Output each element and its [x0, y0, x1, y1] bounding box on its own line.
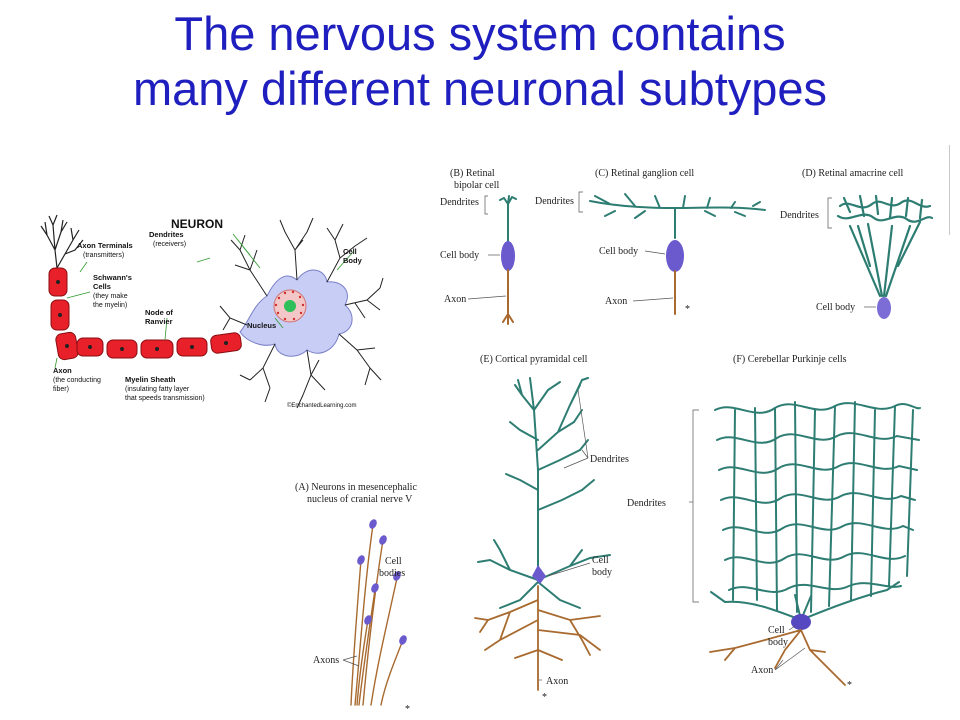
panel-a-caption-2: nucleus of cranial nerve V [307, 494, 413, 505]
panel-d-dendrites-label: Dendrites [780, 210, 819, 221]
label-myelin-sub2: that speeds transmission) [125, 395, 205, 402]
label-cell-body-1: Cell [343, 247, 357, 256]
label-myelin-sub1: (insulating fatty layer [125, 386, 190, 393]
panel-e-dendrites-label: Dendrites [590, 454, 629, 465]
panel-f-dendrites-label: Dendrites [627, 498, 666, 509]
slide-title: The nervous system contains many differe… [0, 6, 960, 116]
panel-f-cell-body-2: body [768, 637, 788, 648]
panel-c-soma [666, 240, 684, 272]
panel-b-bipolar: (B) Retinal bipolar cell Dendrites Cell … [440, 168, 517, 325]
label-cell-body-2: Body [343, 256, 363, 265]
panel-e-pyramidal: (E) Cortical pyramidal cell Dendrites Ce… [474, 354, 629, 703]
panel-e-asterisk: * [542, 692, 547, 703]
label-schwann-2: Cells [93, 282, 111, 291]
label-dendrites: Dendrites [149, 230, 184, 239]
panel-f-asterisk: * [847, 680, 852, 691]
panel-d-cell-body-label: Cell body [816, 302, 855, 313]
panel-c-caption: (C) Retinal ganglion cell [595, 168, 694, 179]
title-line-1: The nervous system contains [174, 7, 786, 60]
label-axon-sub1: (the conducting [53, 377, 101, 384]
panel-d-soma [877, 297, 891, 319]
panel-c-dendrites-label: Dendrites [535, 196, 574, 207]
panel-e-soma [532, 565, 546, 584]
panel-f-axon-label: Axon [751, 665, 773, 676]
panel-a-mesencephalic: (A) Neurons in mesencephalic nucleus of … [295, 482, 417, 715]
label-nucleus: Nucleus [247, 321, 276, 330]
panel-b-dendrites-label: Dendrites [440, 197, 479, 208]
panel-c-axon-label: Axon [605, 296, 627, 307]
panel-a-cell-bodies-1: Cell [385, 556, 402, 567]
panel-e-cell-body-1: Cell [592, 555, 609, 566]
neuron-heading: NEURON [171, 217, 223, 231]
myelin-sheath-graphic [48, 267, 242, 361]
label-axon: Axon [53, 366, 72, 375]
panel-b-cell-body-label: Cell body [440, 250, 479, 261]
right-edge-divider [949, 145, 950, 235]
neuron-diagram: NEURON Axon Terminals (transmitters) Den… [40, 214, 384, 409]
label-schwann-1: Schwann's [93, 273, 132, 282]
panel-b-caption-1: (B) Retinal [450, 168, 495, 179]
panel-f-cell-body-1: Cell [768, 625, 785, 636]
label-axon-sub2: fiber) [53, 386, 69, 393]
neuron-dendrites-graphic [219, 217, 384, 409]
axon-terminals-graphic [40, 214, 84, 269]
panel-f-purkinje: (F) Cerebellar Purkinje cells Dendrites … [627, 354, 921, 691]
title-line-2: many different neuronal subtypes [132, 62, 828, 115]
panel-a-asterisk: * [405, 704, 410, 715]
panel-a-caption-1: (A) Neurons in mesencephalic [295, 482, 417, 493]
label-axon-terminals-sub: (transmitters) [83, 252, 124, 259]
panel-a-axons-label: Axons [313, 655, 339, 666]
panel-e-axon-label: Axon [546, 676, 568, 687]
panel-c-cell-body-label: Cell body [599, 246, 638, 257]
label-myelin: Myelin Sheath [125, 375, 176, 384]
panel-f-soma [791, 614, 811, 630]
label-axon-terminals: Axon Terminals [77, 241, 133, 250]
credit-text: ©EnchantedLearning.com [287, 402, 356, 409]
panel-d-caption: (D) Retinal amacrine cell [802, 168, 904, 179]
panel-a-cell-bodies-2: bodies [379, 568, 405, 579]
label-node-1: Node of [145, 308, 173, 317]
panel-e-cell-body-2: body [592, 567, 612, 578]
panel-d-amacrine: (D) Retinal amacrine cell Dendrites Cell… [780, 168, 934, 319]
panel-f-dendrite-arbor [710, 401, 921, 621]
panel-b-axon-label: Axon [444, 294, 466, 305]
label-dendrites-sub: (receivers) [153, 241, 186, 248]
panel-b-soma [501, 241, 515, 271]
panel-f-caption: (F) Cerebellar Purkinje cells [733, 354, 847, 365]
panel-b-caption-2: bipolar cell [454, 180, 499, 191]
label-schwann-3: (they make [93, 293, 128, 300]
label-node-2: Ranvier [145, 317, 173, 326]
panel-c-ganglion: (C) Retinal ganglion cell Dendrites Cell… [535, 168, 766, 315]
label-schwann-4: the myelin) [93, 302, 127, 309]
panel-c-asterisk: * [685, 304, 690, 315]
panel-e-caption: (E) Cortical pyramidal cell [480, 354, 588, 365]
neuron-cell-body-graphic [239, 269, 353, 357]
